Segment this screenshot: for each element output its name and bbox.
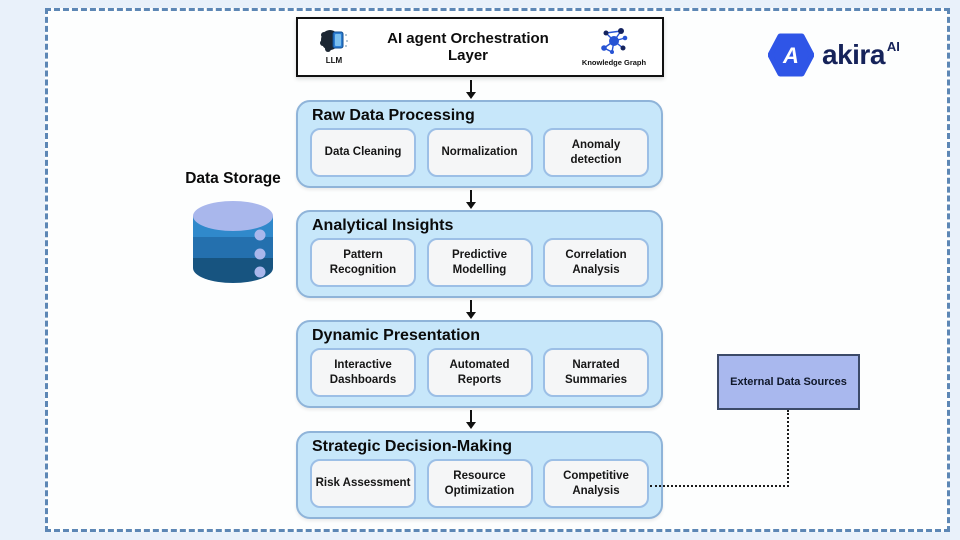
external-data-sources-box: External Data Sources [717,354,860,410]
arrow-down-3 [464,300,478,325]
dotted-connector-vertical [787,410,789,487]
stage-analytical-insights: Analytical Insights Pattern Recognition … [296,210,663,298]
knowledge-graph-icon-group: Knowledge Graph [566,27,662,67]
stage-card: Normalization [426,128,533,177]
logo-superscript: AI [886,38,900,54]
stage-card: Risk Assessment [310,459,416,508]
arrow-down-2 [464,190,478,215]
stage-card: Pattern Recognition [310,238,416,287]
orchestration-title: AI agent Orchestration Layer [387,30,549,64]
stage-strategic-decision-making: Strategic Decision-Making Risk Assessmen… [296,431,663,519]
stage-card: Anomaly detection [543,128,649,177]
stage-card: Interactive Dashboards [310,348,416,397]
arrow-down-4 [464,410,478,435]
database-cylinder-icon [188,194,278,291]
stage-card: Competitive Analysis [543,459,649,508]
logo-wordmark: akira [822,39,885,70]
dotted-connector-horizontal [650,485,789,487]
svg-text:A: A [782,43,799,68]
stage-title: Analytical Insights [312,217,454,234]
stage-card: Narrated Summaries [543,348,649,397]
stage-raw-data-processing: Raw Data Processing Data Cleaning Normal… [296,100,663,188]
llm-label: LLM [325,56,343,65]
akira-logo-icon: A [768,33,814,77]
stage-title: Dynamic Presentation [312,327,481,344]
data-storage-label: Data Storage [185,170,281,187]
arrow-down-1 [464,80,478,105]
stage-dynamic-presentation: Dynamic Presentation Interactive Dashboa… [296,320,663,408]
stage-card: Automated Reports [426,348,533,397]
llm-icon [320,30,348,52]
stage-card: Data Cleaning [310,128,416,177]
knowledge-graph-icon [601,28,628,54]
stage-card: Predictive Modelling [426,238,533,287]
knowledge-graph-label: Knowledge Graph [581,58,647,67]
llm-icon-group: LLM [298,29,370,65]
orchestration-layer-box: LLM AI agent Orchestration Layer Knowled… [296,17,664,77]
stage-title: Strategic Decision-Making [312,438,513,455]
stage-title: Raw Data Processing [312,107,475,124]
stage-card: Correlation Analysis [543,238,649,287]
stage-card: Resource Optimization [426,459,533,508]
akira-logo: A akira AI [768,32,900,78]
